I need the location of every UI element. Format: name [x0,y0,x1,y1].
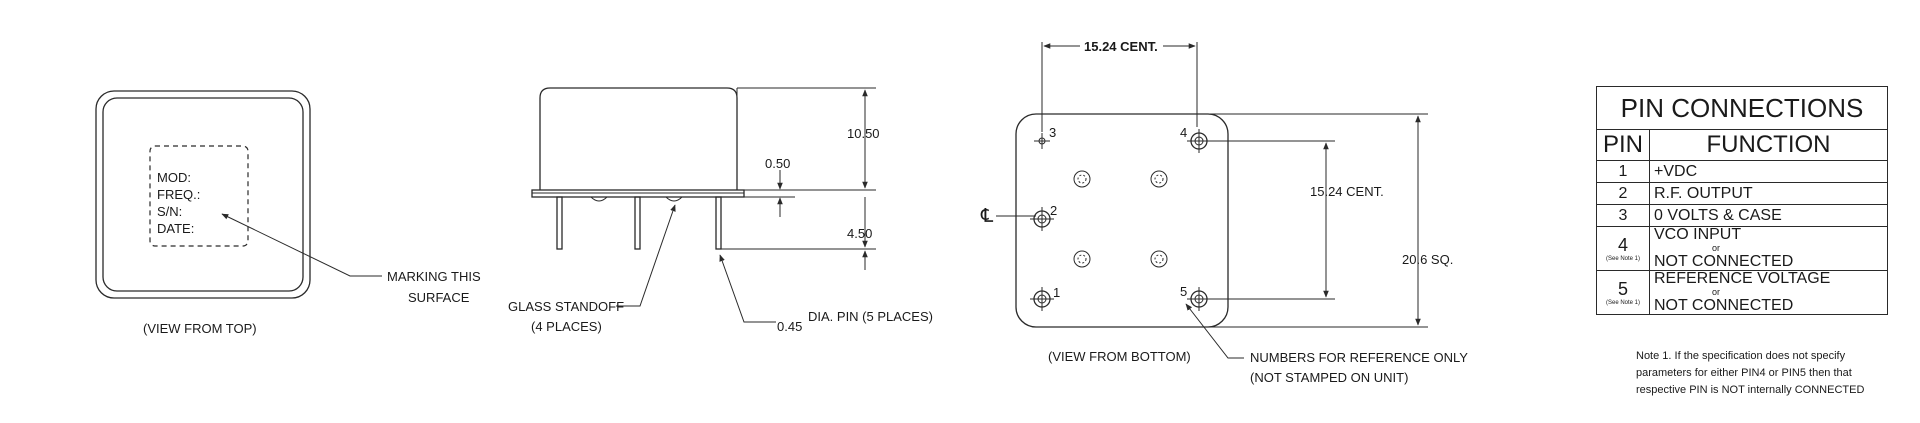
function-cell: REFERENCE VOLTAGE or NOT CONNECTED [1649,270,1888,315]
pin-dia-leader [719,254,776,323]
marking-callout-line2: SURFACE [408,290,470,305]
dim-flange: 0.50 [765,156,790,171]
note-reference: (See Note 1) [1605,299,1641,306]
pin-number-1: 1 [1053,285,1060,300]
note-line: respective PIN is NOT internally CONNECT… [1636,384,1865,396]
pin-number-3: 3 [1049,125,1056,140]
pin-right [715,196,722,250]
glass-standoff [590,196,608,202]
note-1: Note 1. If the specification does not sp… [1636,348,1920,399]
bottom-view: 15.24 CENT. 15.24 CENT. 20.6 SQ. ℄ [980,39,1468,385]
marking-date: DATE: [157,221,194,236]
pin-table-title: PIN CONNECTIONS [1596,86,1888,130]
top-view-outline-inner [102,97,304,292]
dim-pin-length: 4.50 [847,226,872,241]
dim-pin-spacing-top: 15.24 CENT. [1084,39,1158,54]
centerline-symbol: ℄ [980,206,994,227]
pin-column-header: PIN [1596,129,1650,161]
standoff-leader [616,204,676,307]
pin-number-4: 4 [1180,125,1187,140]
top-view: MOD: FREQ.: S/N: DATE: MARKING THIS SURF… [95,90,481,336]
pin-connections-table: PIN CONNECTIONS PIN FUNCTION 1 +VDC 2 R.… [1596,86,1888,315]
pin-4-hole [1187,129,1211,153]
pin-dia-value: 0.45 [777,319,802,334]
pin-1-hole [1030,287,1054,311]
pin-5-hole [1187,287,1211,311]
marking-freq: FREQ.: [157,187,200,202]
function-alternate: NOT CONNECTED [1654,253,1794,270]
pin-dia-label: DIA. PIN (5 PLACES) [808,309,933,324]
function-cell: R.F. OUTPUT [1649,182,1888,205]
table-row: 3 0 VOLTS & CASE [1596,204,1888,227]
pin-cell: 4 (See Note 1) [1596,226,1650,271]
pin-cell: 5 (See Note 1) [1596,270,1650,315]
function-cell: VCO INPUT or NOT CONNECTED [1649,226,1888,271]
pin-number: 4 [1617,234,1628,255]
pin-number: 5 [1617,278,1628,299]
table-row: 5 (See Note 1) REFERENCE VOLTAGE or NOT … [1596,270,1888,315]
pin-cell: 3 [1596,204,1650,227]
marking-mod: MOD: [157,170,191,185]
reference-leader [1185,303,1244,359]
marking-callout-line1: MARKING THIS [387,269,481,284]
function-primary: REFERENCE VOLTAGE [1654,270,1831,287]
function-or: or [1712,287,1721,297]
dim-height: 10.50 [847,126,880,141]
note-reference: (See Note 1) [1605,255,1641,262]
pin-cell: 2 [1596,182,1650,205]
top-view-outline-outer [95,90,311,299]
standoff-label-line2: (4 PLACES) [531,319,602,334]
pin-number-2: 2 [1050,203,1057,218]
function-column-header: FUNCTION [1649,129,1888,161]
reference-note-line2: (NOT STAMPED ON UNIT) [1250,370,1408,385]
top-view-caption: (VIEW FROM TOP) [143,321,257,336]
bottom-standoffs [1073,170,1168,268]
marking-sn: S/N: [157,204,182,219]
table-row: 1 +VDC [1596,160,1888,183]
table-row: 2 R.F. OUTPUT [1596,182,1888,205]
marking-leader [221,213,382,277]
dim-pin-spacing-side: 15.24 CENT. [1310,184,1384,199]
function-primary: VCO INPUT [1654,226,1742,243]
standoff-label-line1: GLASS STANDOFF [508,299,624,314]
note-line: Note 1. If the specification does not sp… [1636,350,1846,362]
function-alternate: NOT CONNECTED [1654,297,1794,314]
bottom-view-outline [1015,113,1229,328]
dim-square: 20.6 SQ. [1402,252,1453,267]
note-line: parameters for either PIN4 or PIN5 then … [1636,367,1852,379]
reference-note-line1: NUMBERS FOR REFERENCE ONLY [1250,350,1468,365]
side-view: 10.50 0.50 4.50 GLASS STANDOFF (4 PLACES… [508,87,933,334]
pin-middle [634,196,641,250]
function-cell: 0 VOLTS & CASE [1649,204,1888,227]
bottom-view-caption: (VIEW FROM BOTTOM) [1048,349,1191,364]
pin-2-hole [1030,207,1054,231]
marking-area [149,145,249,247]
can-body [539,87,738,190]
pin-cell: 1 [1596,160,1650,183]
pin-number-5: 5 [1180,284,1187,299]
function-or: or [1712,243,1721,253]
table-row: 4 (See Note 1) VCO INPUT or NOT CONNECTE… [1596,226,1888,271]
function-cell: +VDC [1649,160,1888,183]
pin-left [556,196,563,250]
